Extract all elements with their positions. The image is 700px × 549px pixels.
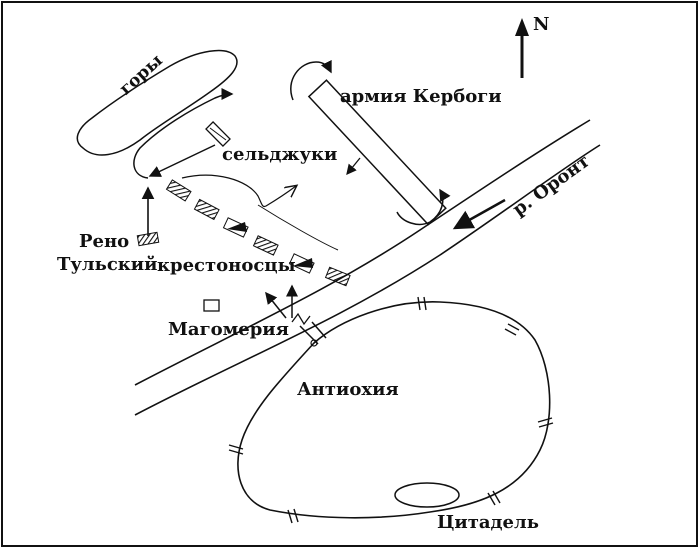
wall-towers: [228, 296, 554, 524]
bridge-gate-arrows: [265, 284, 311, 326]
kerbogha-top-arrow: [290, 59, 332, 101]
mahomerie-fort: [203, 299, 220, 312]
north-arrow-icon: [515, 18, 529, 78]
river-flow-arrow: [452, 198, 506, 230]
reno-label-line1: Рено: [79, 231, 130, 252]
seljuk-attack-arrow: [148, 144, 216, 177]
crusader-maneuver-arrow: [181, 174, 296, 208]
seljuks-unit: [205, 121, 231, 147]
mahomerie-label: Магомерия: [168, 319, 289, 340]
citadel-label: Цитадель: [437, 512, 539, 533]
north-label: N: [533, 14, 550, 35]
bridge: [299, 321, 327, 347]
crusader-line: [165, 179, 351, 287]
kerbogha-bottom-arrow: [396, 188, 451, 226]
antioch-label: Антиохия: [297, 379, 399, 400]
kerbogha-label: армия Кербоги: [340, 86, 502, 107]
river-orontes: [134, 119, 601, 416]
seljuks-label: сельджуки: [222, 144, 338, 165]
citadel-outline: [394, 482, 460, 508]
reno-unit: [136, 186, 160, 247]
reno-label-line2: Тульский: [57, 254, 158, 275]
mountains-outline: [76, 49, 238, 156]
kerbogha-advance-arrow: [346, 157, 361, 176]
seljuk-loop-arrow: [133, 88, 234, 179]
crusaders-label: крестоносцы: [157, 255, 296, 276]
